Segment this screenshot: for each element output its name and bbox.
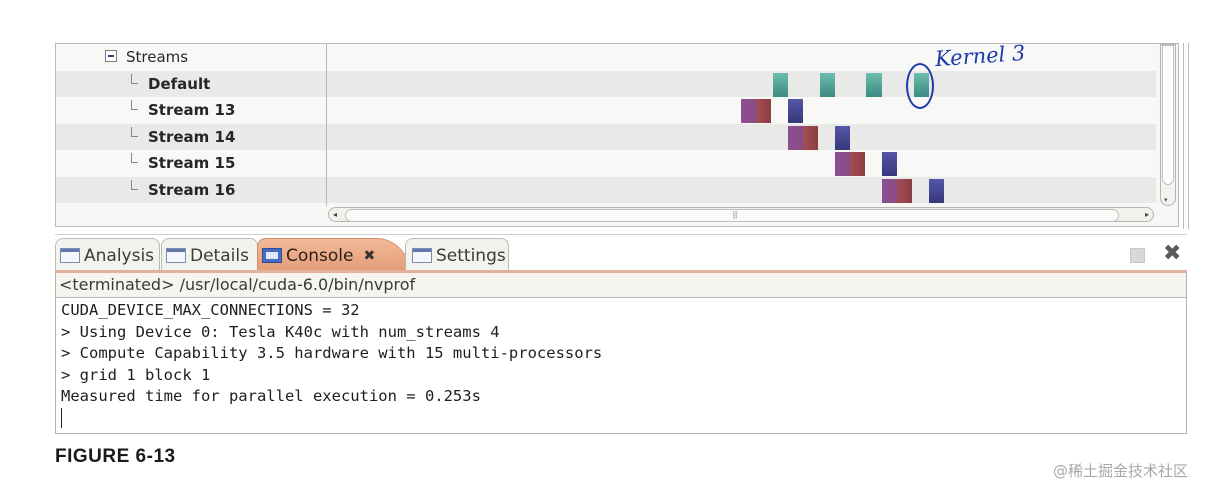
tree-connector-icon — [131, 179, 138, 190]
active-tab-underline — [55, 270, 1187, 273]
settings-icon — [412, 248, 432, 263]
tree-row-stream-15[interactable]: Stream 15 — [56, 150, 1156, 177]
kernel-bar[interactable] — [820, 72, 835, 97]
stream-label: Stream 13 — [148, 101, 236, 119]
scrollbar-grip-icon: ||| — [732, 210, 738, 219]
tab-analysis[interactable]: Analysis — [55, 238, 160, 272]
tree-connector-icon — [131, 100, 138, 110]
stream-label: Stream 15 — [148, 154, 236, 172]
watermark: @稀土掘金技术社区 — [1053, 462, 1189, 480]
figure-caption: FIGURE 6-13 — [55, 446, 176, 467]
stream-label: Default — [148, 74, 211, 93]
analysis-icon — [60, 248, 80, 263]
tree-row-streams-group[interactable]: Streams — [56, 44, 1156, 71]
tree-row-stream-16[interactable]: Stream 16 — [56, 176, 1156, 203]
tab-label: Details — [190, 245, 249, 266]
details-icon — [166, 248, 186, 263]
stream-label: Stream 14 — [148, 127, 236, 146]
console-line: > Compute Capability 3.5 hardware with 1… — [61, 344, 603, 362]
tab-label: Analysis — [84, 245, 155, 266]
collapse-toggle-icon[interactable] — [105, 50, 117, 62]
minimize-view-button[interactable] — [1130, 248, 1145, 263]
memcpy-dtoh-bar[interactable] — [929, 178, 944, 203]
stream-label: Stream 16 — [148, 180, 236, 199]
console-icon — [262, 248, 282, 263]
memcpy-dtoh-bar[interactable] — [835, 125, 850, 150]
tree-connector-icon — [131, 126, 138, 137]
console-line: CUDA_DEVICE_MAX_CONNECTIONS = 32 — [61, 301, 360, 319]
memcpy-dtoh-bar[interactable] — [788, 99, 803, 123]
horizontal-scrollbar-thumb[interactable]: ||| — [345, 209, 1119, 222]
close-tab-icon[interactable]: ✖ — [363, 247, 376, 264]
console-panel[interactable]: <terminated> /usr/local/cuda-6.0/bin/nvp… — [55, 273, 1187, 434]
tree-column-divider[interactable] — [56, 44, 327, 206]
panel-outer-edge — [1183, 43, 1189, 229]
timeline-panel: Streams Default Stream 13 Stream 14 Stre… — [55, 43, 1179, 227]
tab-settings[interactable]: Settings — [405, 238, 509, 272]
tree-connector-icon — [131, 73, 138, 84]
streams-group-label: Streams — [126, 48, 189, 66]
horizontal-scrollbar[interactable]: ◂ ||| ▸ — [328, 207, 1154, 222]
console-line: > Using Device 0: Tesla K40c with num_st… — [61, 322, 500, 341]
vertical-scrollbar[interactable]: ▾ — [1160, 44, 1176, 206]
console-process-header: <terminated> /usr/local/cuda-6.0/bin/nvp… — [56, 273, 1186, 298]
memcpy-htod-bar[interactable] — [741, 99, 771, 123]
tree-row-stream-14[interactable]: Stream 14 — [56, 123, 1156, 150]
console-line: > grid 1 block 1 — [61, 365, 211, 384]
tree-connector-icon — [131, 153, 138, 163]
memcpy-htod-bar[interactable] — [882, 178, 912, 203]
tab-label: Console — [286, 245, 354, 266]
scroll-right-arrow-icon[interactable]: ▸ — [1144, 210, 1149, 219]
scroll-left-arrow-icon[interactable]: ◂ — [333, 210, 338, 219]
tab-details[interactable]: Details — [161, 238, 258, 272]
text-caret — [61, 408, 62, 428]
console-line: Measured time for parallel execution = 0… — [61, 387, 481, 405]
kernel-3-annotation-circle — [906, 63, 934, 109]
tab-console[interactable]: Console ✖ — [257, 238, 410, 272]
memcpy-htod-bar[interactable] — [835, 152, 865, 176]
console-input-line[interactable] — [61, 408, 1186, 430]
close-view-icon[interactable]: ✖ — [1163, 241, 1182, 266]
kernel-bar[interactable] — [866, 72, 882, 97]
kernel-bar[interactable] — [773, 72, 788, 97]
memcpy-dtoh-bar[interactable] — [882, 152, 897, 176]
tree-row-stream-13[interactable]: Stream 13 — [56, 97, 1156, 124]
scroll-down-arrow-icon[interactable]: ▾ — [1164, 196, 1168, 204]
tab-label: Settings — [436, 245, 506, 266]
vertical-scrollbar-thumb[interactable] — [1162, 45, 1174, 185]
memcpy-htod-bar[interactable] — [788, 125, 818, 150]
view-tab-bar: Analysis Details Console ✖ Settings — [55, 234, 1187, 272]
console-output[interactable]: CUDA_DEVICE_MAX_CONNECTIONS = 32 > Using… — [56, 298, 1186, 429]
tree-row-default[interactable]: Default — [56, 70, 1156, 97]
